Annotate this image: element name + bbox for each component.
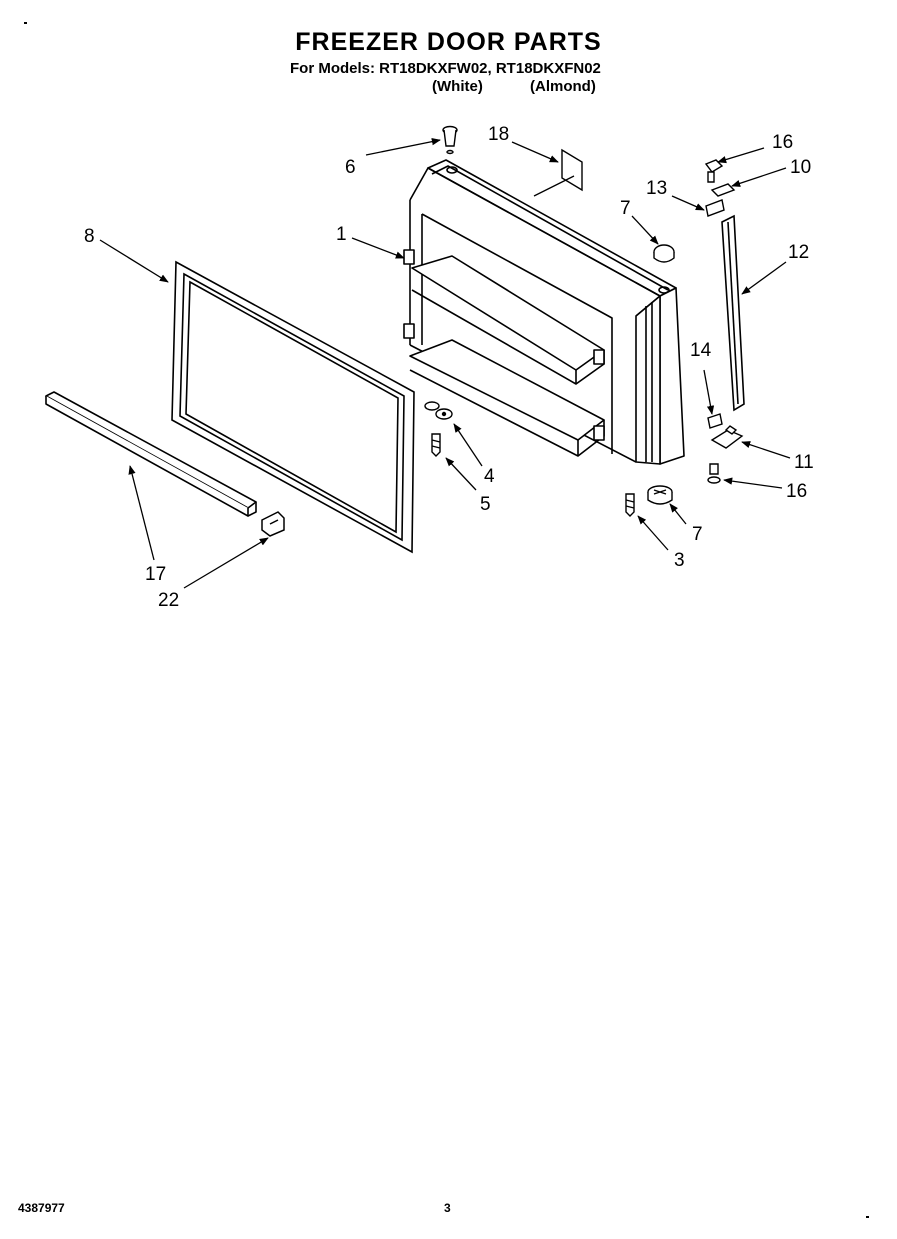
bottom-screw-part bbox=[625, 493, 635, 517]
corner-mark-top-left bbox=[24, 22, 27, 24]
callout-7-bottom: 7 bbox=[692, 524, 703, 545]
page-number: 3 bbox=[444, 1201, 451, 1215]
callout-1: 1 bbox=[336, 224, 347, 245]
callout-14: 14 bbox=[690, 340, 712, 361]
callout-17: 17 bbox=[145, 564, 166, 585]
callout-7-top: 7 bbox=[620, 198, 631, 219]
corner-mark-bottom-right bbox=[866, 1216, 869, 1218]
callout-10: 10 bbox=[790, 157, 811, 178]
lower-hinge-part bbox=[707, 413, 744, 484]
callout-11: 11 bbox=[794, 452, 814, 473]
callout-5: 5 bbox=[480, 494, 491, 515]
callout-8: 8 bbox=[84, 226, 95, 247]
callout-6: 6 bbox=[345, 157, 356, 178]
callout-4: 4 bbox=[484, 466, 495, 487]
callout-16-bottom: 16 bbox=[786, 481, 807, 502]
label-part bbox=[561, 148, 583, 192]
callout-12: 12 bbox=[788, 242, 809, 263]
door-liner-part bbox=[403, 159, 685, 465]
shelf-screw-part bbox=[431, 433, 441, 457]
end-cap-part bbox=[261, 511, 285, 537]
hinge-stack-part bbox=[704, 159, 736, 217]
door-gasket-part bbox=[171, 260, 415, 554]
callout-numbers: 18 6 16 10 13 7 8 1 12 14 11 4 16 5 7 3 … bbox=[84, 124, 814, 611]
callout-18: 18 bbox=[488, 124, 509, 145]
page-title: FREEZER DOOR PARTS bbox=[295, 28, 602, 56]
top-plug-part bbox=[442, 125, 458, 155]
trim-strip-part bbox=[45, 391, 257, 517]
plug-button-top-part bbox=[653, 244, 675, 263]
variant-almond-label: (Almond) bbox=[530, 78, 596, 95]
callout-3: 3 bbox=[674, 550, 685, 571]
leader-lines bbox=[99, 138, 791, 589]
bushing-bottom-part bbox=[647, 485, 673, 505]
callout-22: 22 bbox=[158, 590, 179, 611]
shelf-washers-part bbox=[424, 401, 453, 420]
document-number: 4387977 bbox=[18, 1201, 65, 1215]
variant-white-label: (White) bbox=[432, 78, 483, 95]
door-stop-bar-part bbox=[721, 214, 745, 412]
callout-13: 13 bbox=[646, 178, 667, 199]
callout-16-top: 16 bbox=[772, 132, 793, 153]
models-line: For Models: RT18DKXFW02, RT18DKXFN02 bbox=[290, 60, 601, 77]
